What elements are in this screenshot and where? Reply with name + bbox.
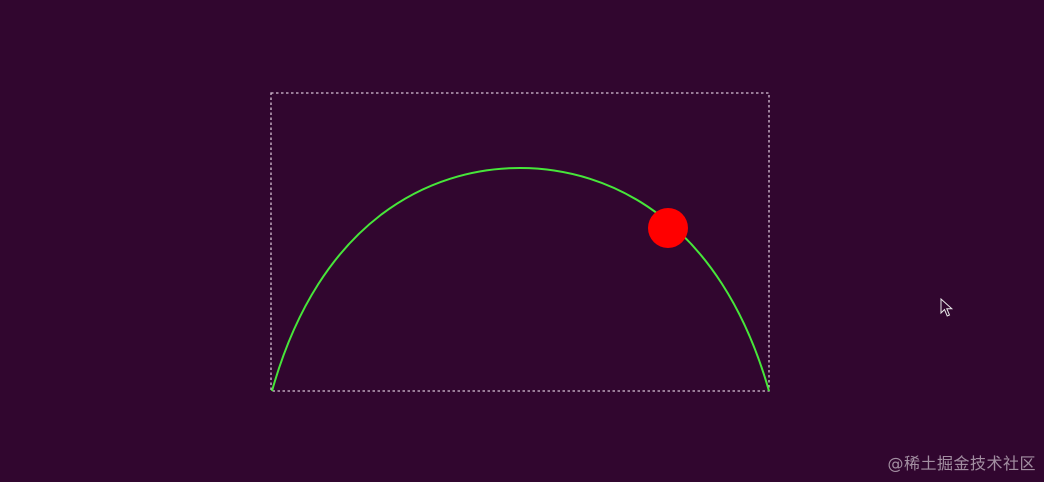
- arc-curve: [271, 166, 770, 392]
- red-ball: [648, 208, 688, 248]
- mouse-pointer-icon: [940, 298, 954, 317]
- bounding-box: [270, 92, 770, 392]
- watermark-text: @稀土掘金技术社区: [887, 454, 1036, 473]
